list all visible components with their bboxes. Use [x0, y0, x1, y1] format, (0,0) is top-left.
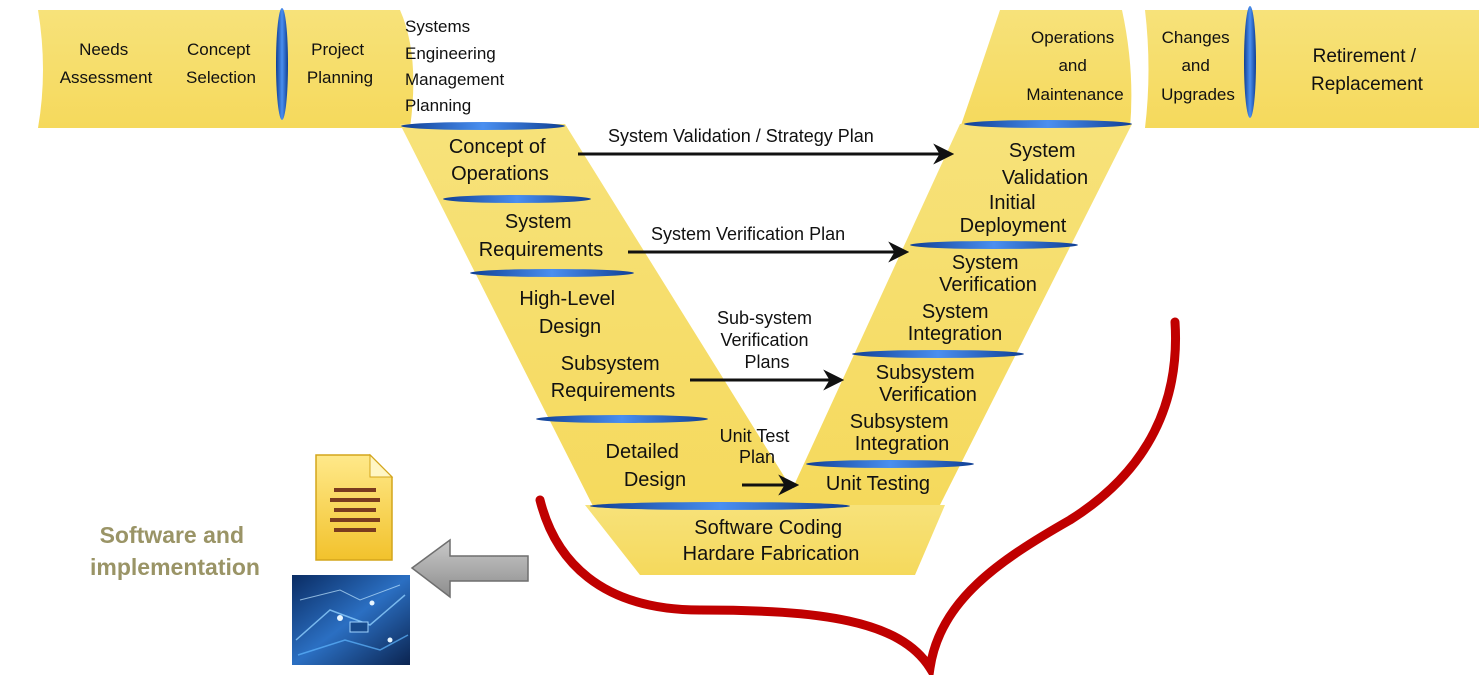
divider-left-4 — [536, 415, 708, 423]
needs-assessment-label: Needs Assessment — [60, 40, 153, 87]
unit-test-plan-label: Unit Test Plan — [720, 426, 795, 467]
high-level-design-label: High-Level Design — [519, 288, 620, 338]
side-note-label: Software and implementation — [90, 522, 260, 580]
divider-bottom — [590, 502, 850, 510]
divider-right-1 — [964, 120, 1132, 128]
sem-planning-label: Systems Engineering Management Planning — [405, 17, 509, 115]
top-right-band — [960, 10, 1132, 128]
subsystem-requirements-label: Subsystem Requirements — [551, 353, 676, 402]
concept-selection-label: Concept Selection — [186, 40, 256, 87]
system-validation-label: System Validation — [1002, 140, 1088, 189]
initial-deployment-label: Initial Deployment — [960, 192, 1067, 237]
divider-left-2 — [443, 195, 591, 203]
subsystem-verification-label: Subsystem Verification — [876, 362, 981, 406]
divider-top-right-1 — [1244, 6, 1256, 118]
system-requirements-label: System Requirements — [479, 211, 604, 261]
detailed-design-label: Detailed Design — [606, 441, 687, 491]
unit-testing-label: Unit Testing — [826, 473, 930, 495]
divider-left-1 — [401, 122, 565, 130]
document-icon — [315, 453, 394, 561]
software-coding-label: Software Coding Hardare Fabrication — [683, 517, 860, 565]
red-brace-icon — [535, 317, 1181, 675]
plan-arrows — [578, 143, 955, 496]
divider-right-4 — [806, 460, 974, 468]
system-integration-label: System Integration — [908, 301, 1003, 345]
changes-upgrades-label: Changes and Upgrades — [1161, 28, 1235, 104]
validation-plan-label: System Validation / Strategy Plan — [608, 126, 874, 146]
v-bottom — [585, 505, 945, 575]
verification-plan-label: System Verification Plan — [651, 224, 845, 244]
divider-right-3 — [852, 350, 1024, 358]
retirement-label: Retirement / Replacement — [1311, 46, 1424, 95]
ops-maintenance-label: Operations and Maintenance — [1026, 28, 1123, 104]
phase-dividers — [276, 6, 1256, 510]
v-right-arm — [785, 124, 1132, 505]
divider-right-2 — [910, 241, 1078, 249]
project-planning-label: Project Planning — [307, 40, 373, 87]
top-right-band-extension — [1145, 10, 1479, 128]
divider-left-3 — [470, 269, 634, 277]
circuit-board-image — [292, 575, 410, 665]
v-left-arm-body — [400, 124, 805, 520]
concept-of-operations-label: Concept of Operations — [449, 136, 551, 185]
divider-top-left-1 — [276, 8, 288, 120]
subsystem-plans-label: Sub-system Verification Plans — [717, 308, 817, 372]
subsystem-integration-label: Subsystem Integration — [850, 411, 955, 455]
system-verification-label: System Verification — [939, 252, 1037, 296]
left-arrow-icon — [410, 538, 529, 599]
top-left-band — [38, 10, 414, 128]
